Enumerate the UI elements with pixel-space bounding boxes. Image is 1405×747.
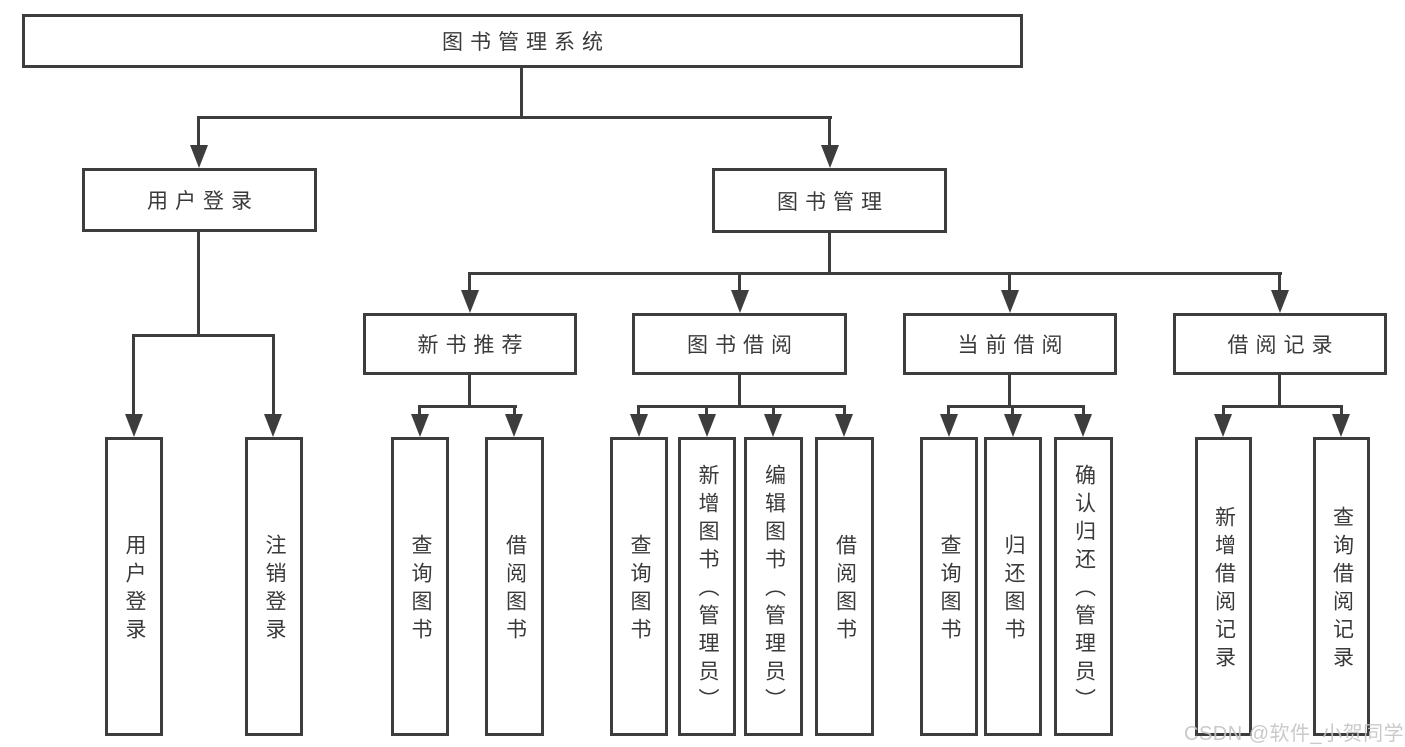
connector-user-login-branch (132, 334, 275, 337)
connector-user-login-down (197, 229, 200, 336)
arrowhead-down-icon (1004, 414, 1022, 437)
leaf-label: 查询借阅记录 (1330, 506, 1354, 674)
leaf-br-query-record: 查询借阅记录 (1313, 437, 1370, 736)
leaf-label: 注销登录 (263, 534, 286, 646)
leaf-bb-add-books-admin: 新增图书（管理员） (678, 437, 736, 736)
leaf-label: 新增借阅记录 (1212, 506, 1236, 674)
connector-stem-cb-query (947, 405, 950, 417)
arrowhead-down-icon (630, 414, 648, 437)
connector-level3-branch (468, 272, 1282, 275)
node-book-management: 图书管理 (712, 168, 947, 233)
node-current-borrowing: 当前借阅 (903, 313, 1117, 375)
leaf-label: 借阅图书 (503, 534, 527, 646)
arrowhead-down-icon (264, 414, 282, 437)
arrowhead-down-icon (1001, 290, 1019, 313)
arrowhead-down-icon (731, 290, 749, 313)
connector-borrow-records-down (1278, 372, 1281, 408)
connector-stem-cb-return (1011, 405, 1014, 417)
arrowhead-down-icon (698, 414, 716, 437)
leaf-label: 查询图书 (409, 534, 432, 646)
leaf-user-login: 用户登录 (105, 437, 163, 736)
leaf-cb-query-books: 查询图书 (920, 437, 978, 736)
leaf-bb-edit-books-admin: 编辑图书（管理员） (744, 437, 803, 736)
node-book-borrowing: 图书借阅 (632, 313, 847, 375)
connector-stem-bb-query (637, 405, 640, 417)
node-label: 图书管理 (777, 190, 889, 214)
leaf-label: 借阅图书 (833, 534, 857, 646)
connector-level1-branch (198, 116, 832, 119)
leaf-label: 用户登录 (123, 534, 146, 646)
node-label: 用户登录 (147, 190, 259, 213)
leaf-label: 查询图书 (938, 534, 961, 646)
node-user-login: 用户登录 (82, 168, 317, 232)
leaf-label: 查询图书 (628, 534, 651, 646)
leaf-label: 确认归还（管理员） (1072, 464, 1096, 716)
csdn-watermark: CSDN @软件_小贺同学 (1184, 723, 1405, 745)
node-label: 图书借阅 (687, 334, 799, 357)
connector-current-borrow-branch (947, 405, 1085, 408)
connector-new-book-rec-down (468, 372, 471, 408)
arrowhead-down-icon (821, 145, 839, 168)
leaf-br-add-record: 新增借阅记录 (1195, 437, 1252, 736)
connector-book-mgmt-down (828, 230, 831, 275)
node-borrowing-records: 借阅记录 (1173, 313, 1387, 375)
connector-stem-book-mgmt (828, 116, 831, 146)
connector-stem-user-login-leaf (132, 334, 135, 415)
connector-current-borrow-down (1008, 372, 1011, 408)
connector-root-trunk (520, 65, 523, 119)
arrowhead-down-icon (1332, 414, 1350, 437)
node-label: 新书推荐 (417, 334, 530, 357)
node-label: 借阅记录 (1227, 334, 1340, 357)
leaf-rec-query-books: 查询图书 (391, 437, 449, 736)
connector-stem-bb-add (705, 405, 708, 417)
leaf-bb-query-books: 查询图书 (610, 437, 668, 736)
connector-stem-new-book-rec (468, 272, 471, 292)
connector-new-book-rec-branch (418, 405, 517, 408)
connector-stem-bb-edit (772, 405, 775, 417)
arrowhead-down-icon (1271, 290, 1289, 313)
connector-stem-br-add (1222, 405, 1225, 417)
node-root-system: 图书管理系统 (22, 14, 1023, 68)
node-new-book-recommendation: 新书推荐 (363, 313, 577, 375)
arrowhead-down-icon (190, 145, 208, 168)
connector-stem-logout-leaf (272, 334, 275, 415)
leaf-label: 编辑图书（管理员） (762, 464, 786, 716)
arrowhead-down-icon (505, 414, 523, 437)
arrowhead-down-icon (461, 290, 479, 313)
arrowhead-down-icon (764, 414, 782, 437)
leaf-label: 新增图书（管理员） (696, 464, 719, 716)
leaf-label: 归还图书 (1002, 534, 1025, 646)
arrowhead-down-icon (411, 414, 429, 437)
node-label: 图书管理系统 (442, 31, 610, 54)
arrowhead-down-icon (940, 414, 958, 437)
connector-stem-cb-confirm (1082, 405, 1085, 417)
connector-stem-rec-query (418, 405, 421, 417)
connector-stem-borrow-records (1278, 272, 1281, 292)
connector-stem-book-borrow (738, 272, 741, 292)
connector-stem-user-login (197, 116, 200, 146)
arrowhead-down-icon (1074, 414, 1092, 437)
connector-stem-current-borrow (1008, 272, 1011, 292)
node-label: 当前借阅 (957, 334, 1070, 357)
arrowhead-down-icon (1214, 414, 1232, 437)
leaf-cb-return-books: 归还图书 (984, 437, 1042, 736)
connector-stem-br-query (1340, 405, 1343, 417)
connector-stem-rec-borrow (513, 405, 516, 417)
arrowhead-down-icon (125, 414, 143, 437)
connector-book-borrow-branch (637, 405, 846, 408)
leaf-bb-borrow-books: 借阅图书 (815, 437, 874, 736)
connector-borrow-records-branch (1222, 405, 1343, 408)
connector-stem-bb-borrow (843, 405, 846, 417)
connector-book-borrow-down (738, 372, 741, 408)
leaf-cb-confirm-return-admin: 确认归还（管理员） (1054, 437, 1113, 736)
arrowhead-down-icon (835, 414, 853, 437)
leaf-logout: 注销登录 (245, 437, 303, 736)
leaf-rec-borrow-books: 借阅图书 (485, 437, 544, 736)
